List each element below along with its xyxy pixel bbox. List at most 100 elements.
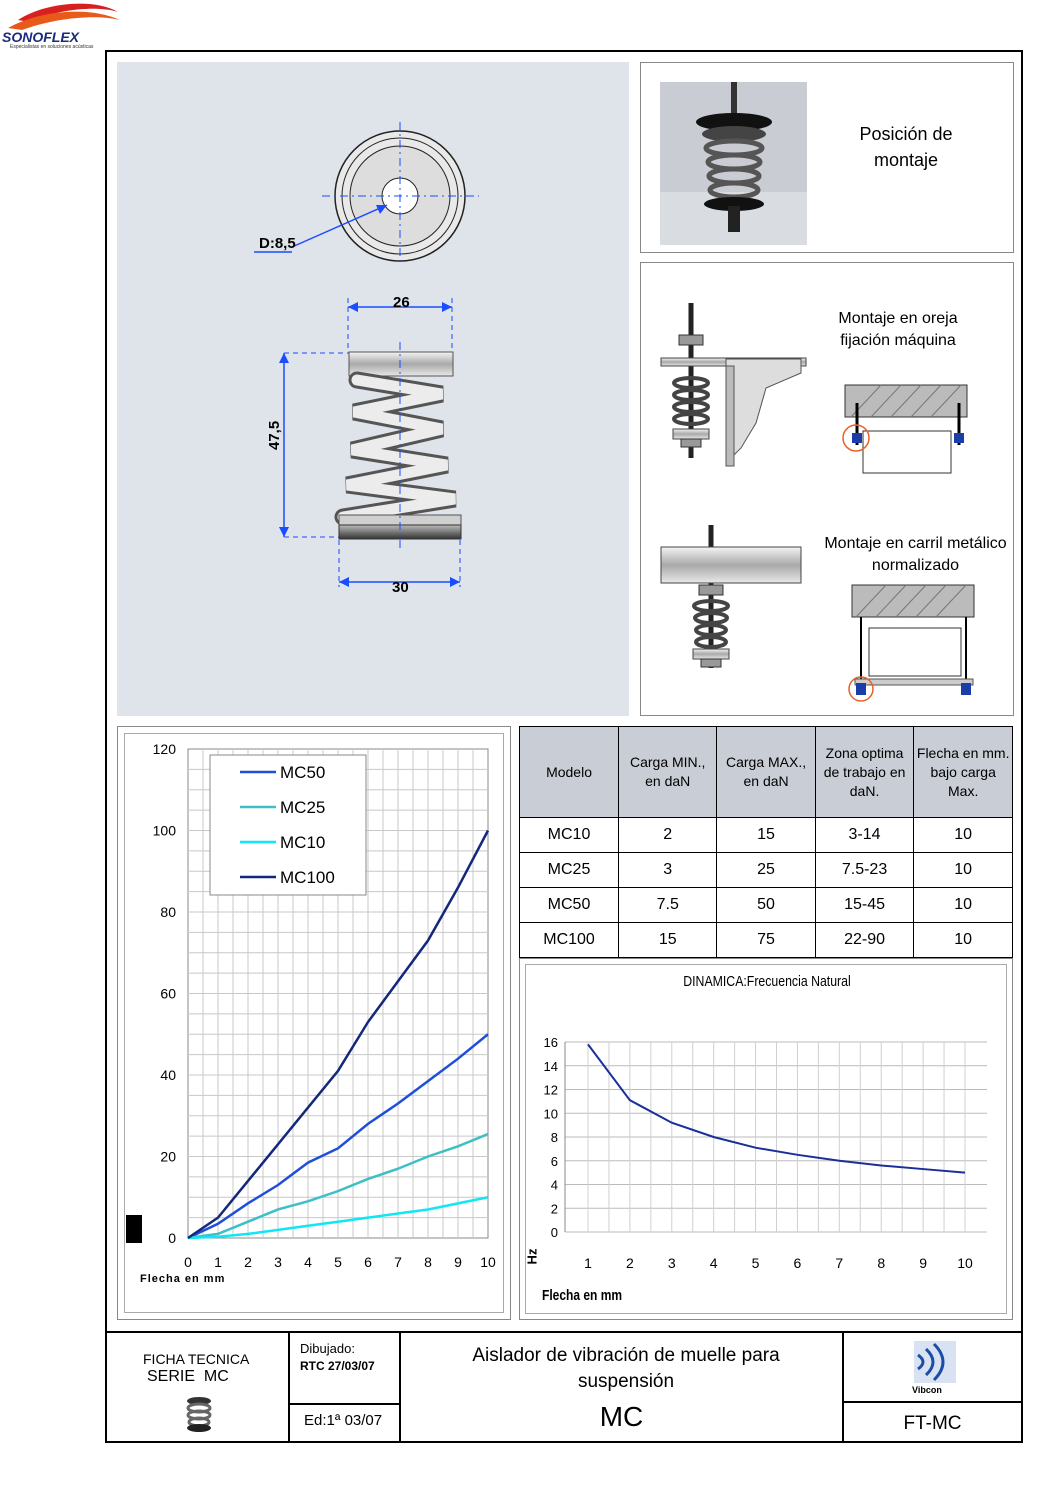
x-tick-label: 3	[668, 1255, 676, 1271]
table-cell: 2	[618, 817, 718, 853]
y-tick-label: 10	[544, 1106, 558, 1121]
rail-mount-diagram	[660, 525, 802, 668]
spring-drawing: D:8,5 26 47,5 30	[254, 122, 479, 596]
y-tick-label: 60	[160, 986, 176, 1002]
frequency-chart-xlabel: Flecha en mm	[542, 1287, 623, 1304]
logo-swoosh-icon	[8, 3, 120, 30]
table-cell: 22-90	[814, 922, 915, 958]
ear-mount-schematic	[842, 384, 968, 474]
product-description: Aislador de vibración de muelle para sus…	[472, 1345, 780, 1392]
y-tick-label: 2	[551, 1201, 558, 1216]
x-tick-label: 7	[835, 1255, 843, 1271]
sonoflex-logo: SONOFLEX Especialistas en soluciones acú…	[0, 0, 125, 52]
spring-side-view	[334, 342, 462, 552]
y-tick-label: 0	[551, 1225, 558, 1240]
y-tick-label: 120	[153, 741, 177, 757]
table-cell: 3-14	[814, 817, 915, 853]
y-tick-label: 8	[551, 1130, 558, 1145]
ear-mount-title: Montaje en oreja fijación máquina	[838, 310, 958, 349]
drawn-label: Dibujado:	[300, 1341, 355, 1356]
y-tick-label: 0	[168, 1230, 176, 1246]
legend-label: MC10	[280, 833, 325, 852]
series-line-mc100	[187, 829, 490, 1240]
frequency-chart-title: DINAMICA:Frecuencia Natural	[683, 973, 851, 990]
x-tick-label: 9	[919, 1255, 927, 1271]
x-tick-label: 6	[364, 1254, 372, 1270]
vibcon-logo-icon	[914, 1341, 956, 1383]
model-code: MC	[599, 1401, 644, 1432]
series-label: SERIE MC	[147, 1368, 229, 1385]
drawn-by: RTC 27/03/07	[300, 1359, 375, 1373]
frequency-chart-ylabel: Hz	[524, 1248, 540, 1265]
y-tick-label: 4	[551, 1178, 558, 1193]
x-tick-label: 0	[184, 1254, 192, 1270]
dimension-top-label: 26	[393, 294, 410, 311]
hole-diameter-label: D:8,5	[259, 235, 296, 252]
y-tick-label: 20	[160, 1149, 176, 1165]
table-cell: 75	[716, 922, 816, 958]
table-cell: 7.5-23	[814, 852, 915, 888]
x-tick-label: 2	[244, 1254, 252, 1270]
table-header: Carga MIN., en daN	[618, 726, 718, 818]
y-tick-label: 100	[153, 823, 177, 839]
x-tick-label: 2	[626, 1255, 634, 1271]
edition: Ed:1ª 03/07	[304, 1412, 383, 1429]
table-cell: MC50	[518, 887, 620, 923]
legend-label: MC25	[280, 798, 325, 817]
table-cell: 15	[618, 922, 718, 958]
x-tick-label: 3	[274, 1254, 282, 1270]
y-tick-label: 6	[551, 1154, 558, 1169]
x-tick-label: 5	[334, 1254, 342, 1270]
series-line-mc25	[187, 1132, 489, 1240]
x-tick-label: 6	[794, 1255, 802, 1271]
dimension-bottom-label: 30	[392, 579, 409, 596]
brand-name: SONOFLEX	[2, 29, 80, 45]
table-header: Flecha en mm. bajo carga Max.	[913, 726, 1013, 818]
y-tick-label: 40	[160, 1067, 176, 1083]
table-cell: 15-45	[814, 887, 915, 923]
table-cell: 25	[716, 852, 816, 888]
y-tick-label: 12	[544, 1083, 558, 1098]
mounting-position-title: Posición de montaje	[859, 124, 953, 170]
document-code: FT-MC	[903, 1413, 962, 1434]
legend-label: MC50	[280, 763, 325, 782]
y-tick-label: 80	[160, 904, 176, 920]
ear-mount-diagram	[660, 303, 807, 467]
title-block: FICHA TECNICA SERIE MC Dibujado: RTC 27/…	[105, 1331, 1023, 1443]
mounting-diagrams	[660, 303, 975, 702]
table-cell: 10	[913, 852, 1013, 888]
x-tick-label: 7	[394, 1254, 402, 1270]
legend-label: MC100	[280, 868, 335, 887]
table-cell: 10	[913, 922, 1013, 958]
x-tick-label: 8	[424, 1254, 432, 1270]
y-tick-label: 16	[544, 1035, 558, 1050]
table-cell: 10	[913, 817, 1013, 853]
x-tick-label: 4	[304, 1254, 312, 1270]
table-cell: 10	[913, 887, 1013, 923]
specs-table: Modelo Carga MIN., en daN Carga MAX., en…	[518, 726, 1013, 958]
load-chart-xlabel: Flecha en mm	[140, 1273, 226, 1285]
table-header-row: Modelo Carga MIN., en daN Carga MAX., en…	[518, 726, 1013, 818]
table-cell: 7.5	[618, 887, 718, 923]
dimension-height-label: 47,5	[266, 421, 283, 450]
rail-mount-schematic	[848, 584, 975, 702]
table-header: Zona optima de trabajo en daN.	[814, 726, 915, 818]
x-tick-label: 5	[752, 1255, 760, 1271]
table-header: Modelo	[518, 726, 620, 818]
table-cell: 50	[716, 887, 816, 923]
black-marker	[126, 1215, 142, 1243]
x-tick-label: 8	[877, 1255, 885, 1271]
table-cell: 3	[618, 852, 718, 888]
sheet-type: FICHA TECNICA	[143, 1351, 250, 1367]
spring-photo	[660, 82, 807, 245]
vibcon-brand: Vibcon	[912, 1385, 942, 1395]
